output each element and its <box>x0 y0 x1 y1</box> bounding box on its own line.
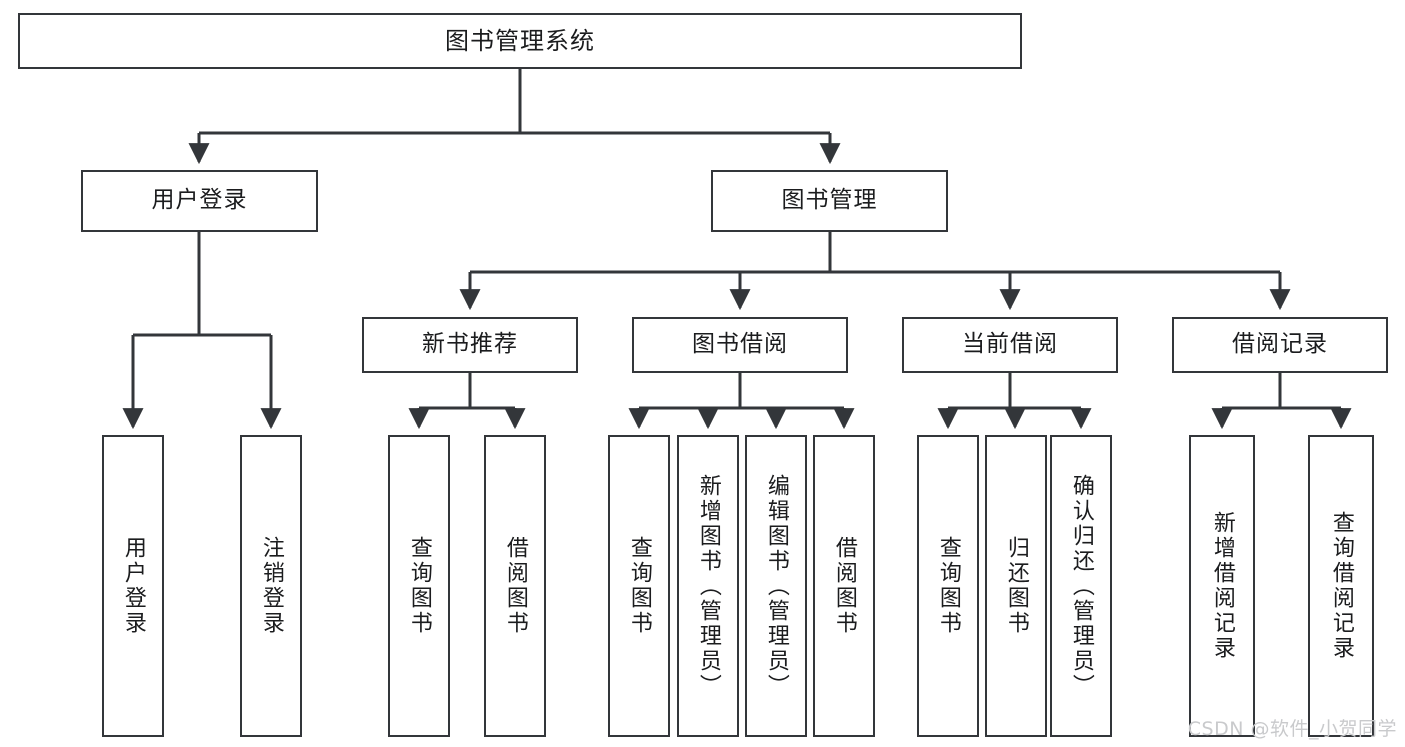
leaf-edit-book-admin[interactable]: 编辑图书（管理员） <box>745 435 807 737</box>
leaf-label: 编辑图书（管理员） <box>763 473 789 699</box>
leaf-add-borrow-record[interactable]: 新增借阅记录 <box>1189 435 1255 737</box>
leaf-label: 查询图书 <box>935 536 961 636</box>
node-current-borrow[interactable]: 当前借阅 <box>902 317 1118 373</box>
leaf-label: 归还图书 <box>1003 536 1029 636</box>
leaf-query-book-borrow[interactable]: 查询图书 <box>608 435 670 737</box>
node-current-borrow-label: 当前借阅 <box>962 331 1058 358</box>
leaf-label: 借阅图书 <box>831 536 857 636</box>
leaf-query-book-newbook[interactable]: 查询图书 <box>388 435 450 737</box>
leaf-query-book-current[interactable]: 查询图书 <box>917 435 979 737</box>
node-user-login[interactable]: 用户登录 <box>81 170 318 232</box>
leaf-label: 借阅图书 <box>502 536 528 636</box>
leaf-label: 注销登录 <box>258 536 284 636</box>
node-user-login-label: 用户登录 <box>151 187 248 214</box>
leaf-query-borrow-record[interactable]: 查询借阅记录 <box>1308 435 1374 737</box>
leaf-label: 查询图书 <box>406 536 432 636</box>
leaf-confirm-return-admin[interactable]: 确认归还（管理员） <box>1050 435 1112 737</box>
node-new-book-recommend[interactable]: 新书推荐 <box>362 317 578 373</box>
leaf-label: 查询图书 <box>626 536 652 636</box>
leaf-label: 确认归还（管理员） <box>1068 473 1094 699</box>
node-root-label: 图书管理系统 <box>445 26 595 55</box>
leaf-label: 新增图书（管理员） <box>695 473 721 699</box>
leaf-label: 查询借阅记录 <box>1328 511 1354 661</box>
leaf-user-login[interactable]: 用户登录 <box>102 435 164 737</box>
leaf-borrow-book-newbook[interactable]: 借阅图书 <box>484 435 546 737</box>
leaf-logout[interactable]: 注销登录 <box>240 435 302 737</box>
node-borrow-record[interactable]: 借阅记录 <box>1172 317 1388 373</box>
node-book-management-label: 图书管理 <box>781 187 878 214</box>
node-book-borrow[interactable]: 图书借阅 <box>632 317 848 373</box>
node-new-book-recommend-label: 新书推荐 <box>422 331 518 358</box>
leaf-add-book-admin[interactable]: 新增图书（管理员） <box>677 435 739 737</box>
leaf-label: 用户登录 <box>120 536 146 636</box>
node-book-management[interactable]: 图书管理 <box>711 170 948 232</box>
leaf-label: 新增借阅记录 <box>1209 511 1235 661</box>
node-root[interactable]: 图书管理系统 <box>18 13 1022 69</box>
node-borrow-record-label: 借阅记录 <box>1232 331 1328 358</box>
leaf-return-book[interactable]: 归还图书 <box>985 435 1047 737</box>
node-book-borrow-label: 图书借阅 <box>692 331 788 358</box>
leaf-borrow-book[interactable]: 借阅图书 <box>813 435 875 737</box>
